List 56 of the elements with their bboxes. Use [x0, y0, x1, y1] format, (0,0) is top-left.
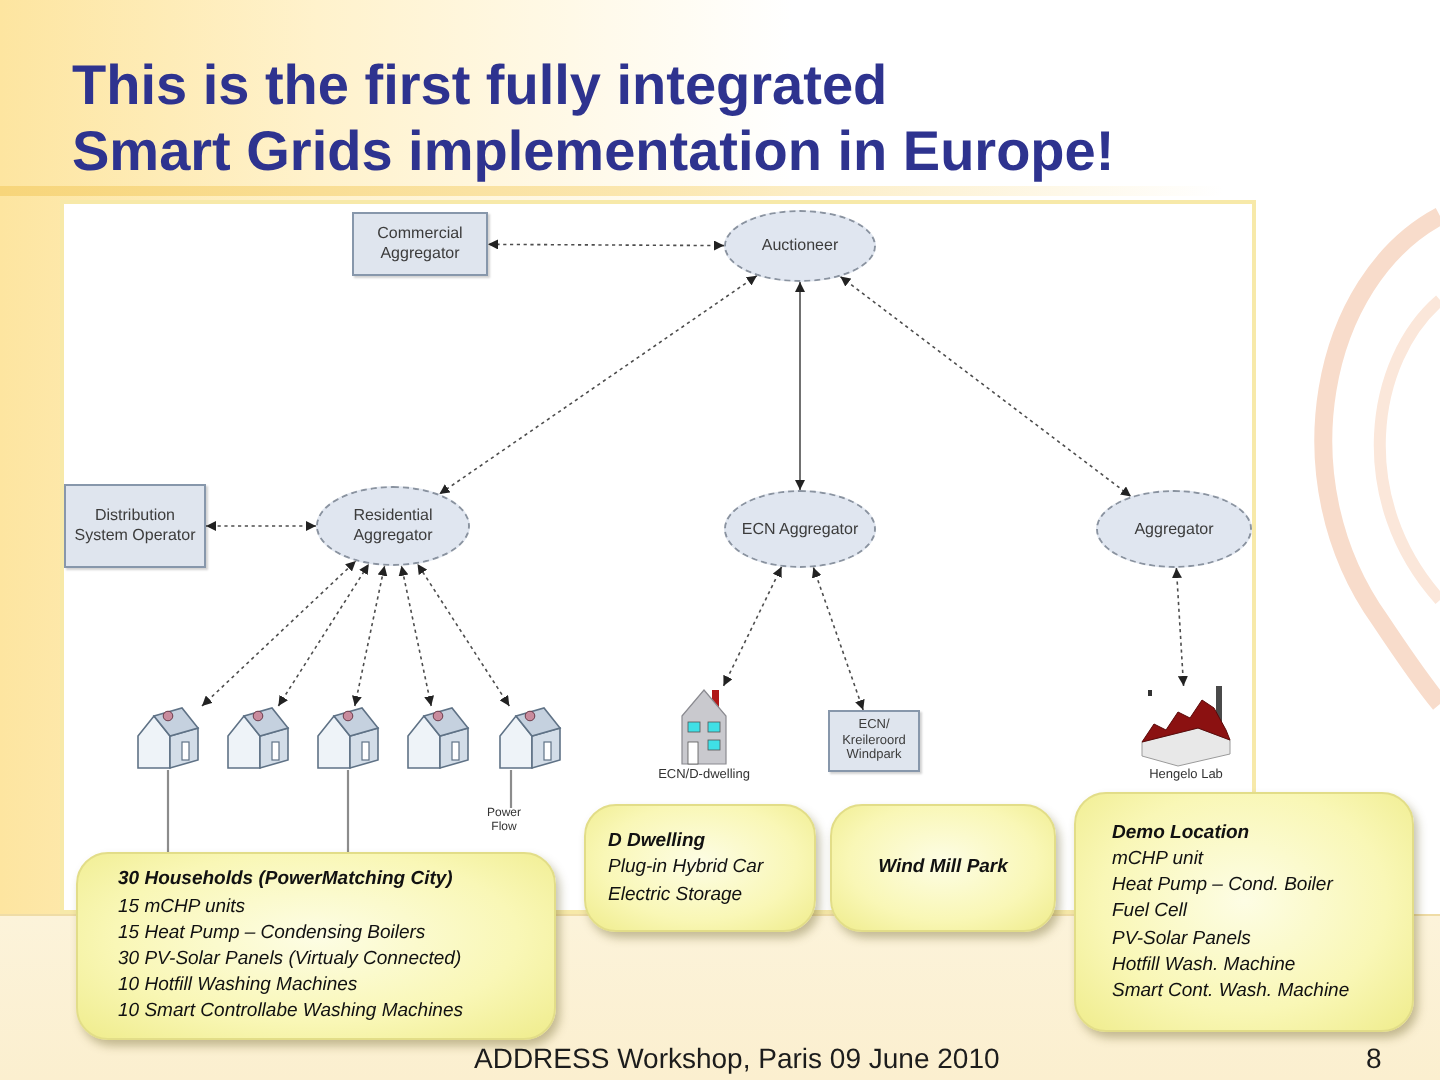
process-box [64, 484, 206, 568]
footer-text: ADDRESS Workshop, Paris 09 June 2010 [474, 1042, 1000, 1074]
arrow [201, 560, 357, 707]
list-item: PV-Solar Panels [1112, 925, 1251, 952]
factory-icon [1138, 686, 1234, 766]
arrow [352, 564, 388, 707]
house-icon [314, 706, 382, 770]
process-box [828, 710, 920, 772]
list-item: Heat Pump – Cond. Boiler [1112, 872, 1333, 899]
arrow [438, 274, 758, 495]
list-item: 10 Smart Controllabe Washing Machines [118, 998, 463, 1026]
arrow [398, 564, 434, 707]
list-item: Hotfill Wash. Machine [1112, 951, 1296, 978]
arrow [416, 563, 511, 707]
callout-heading: Wind Mill Park [878, 854, 1008, 882]
list-item: mCHP unit [1112, 845, 1204, 873]
callout-box [584, 804, 816, 932]
slide-title: This is the first fully integrated Smart Grids implementation in Europe! [72, 52, 1117, 184]
list-item: Electric Storage [608, 881, 743, 908]
house-icon [404, 706, 472, 770]
arrow [277, 563, 370, 707]
house-icon [134, 706, 202, 770]
node-label: Residential Aggregator [351, 506, 435, 546]
list-item: Smart Cont. Wash. Machine [1112, 978, 1350, 1005]
list-item: Plug-in Hybrid Car [608, 854, 764, 882]
arrow [1172, 567, 1188, 687]
leader-line [166, 770, 170, 852]
callout-heading: D Dwelling [608, 828, 706, 855]
node-label: Commercial Aggregator [375, 224, 465, 264]
arrow [722, 566, 783, 687]
arrow [795, 281, 805, 491]
list-item: 10 Hotfill Washing Machines [118, 972, 358, 999]
leader-line [346, 770, 350, 852]
house-icon [224, 706, 292, 770]
callout-box [76, 852, 556, 1040]
list-item: 15 mCHP units [118, 893, 246, 920]
node-label: ECN Aggregator [741, 519, 859, 539]
page-number: 8 [1366, 1042, 1382, 1074]
node-label: Aggregator [1134, 519, 1214, 539]
node-label: Distribution System Operator [72, 506, 198, 546]
list-item: 30 PV-Solar Panels (Virtualy Connected) [118, 946, 462, 973]
callout-box [1074, 792, 1414, 1032]
callout-box [830, 804, 1056, 932]
callout-heading: Demo Location [1112, 819, 1250, 846]
node-label: Auctioneer [761, 236, 839, 256]
arrow [487, 239, 725, 251]
arrow [205, 521, 317, 531]
arrow [811, 566, 865, 711]
house-icon [496, 706, 564, 770]
townhouse-icon [680, 686, 728, 766]
list-item: 15 Heat Pump – Condensing Boilers [118, 919, 426, 946]
arrow [839, 275, 1132, 498]
leader-line [509, 770, 513, 808]
callout-heading: 30 Households (PowerMatching City) [118, 866, 453, 894]
process-box [352, 212, 488, 276]
list-item: Fuel Cell [1112, 898, 1187, 926]
